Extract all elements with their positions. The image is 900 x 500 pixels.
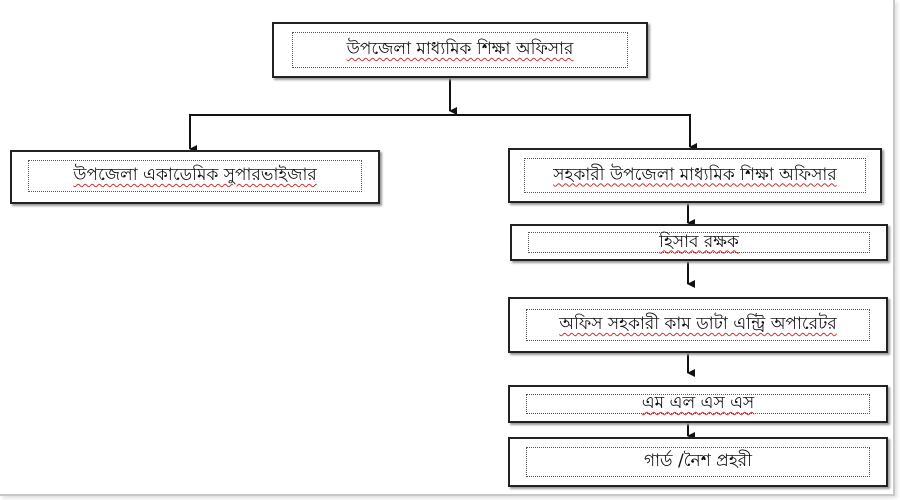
node-academic-supervisor: উপজেলা একাডেমিক সুপারভাইজার — [10, 150, 380, 204]
node-mlss: এম এল এস এস — [508, 385, 888, 423]
node-label: সহকারী উপজেলা মাধ্যমিক শিক্ষা অফিসার — [553, 164, 837, 185]
node-guard: গার্ড /নৈশ প্রহরী — [508, 437, 888, 487]
node-assistant-officer: সহকারী উপজেলা মাধ্যমিক শিক্ষা অফিসার — [508, 148, 882, 203]
node-office-assistant: অফিস সহকারী কাম ডাটা এন্ট্রি অপারেটর — [508, 297, 888, 353]
node-label: এম এল এস এস — [641, 393, 755, 413]
node-label: হিসাব রক্ষক — [659, 231, 739, 252]
node-label: উপজেলা মাধ্যমিক শিক্ষা অফিসার — [346, 39, 574, 59]
node-label: অফিস সহকারী কাম ডাটা এন্ট্রি অপারেটর — [559, 314, 837, 334]
node-label: গার্ড /নৈশ প্রহরী — [643, 451, 753, 471]
node-root: উপজেলা মাধ্যমিক শিক্ষা অফিসার — [272, 22, 648, 78]
node-accountant: হিসাব রক্ষক — [510, 224, 888, 261]
node-label: উপজেলা একাডেমিক সুপারভাইজার — [73, 165, 317, 185]
branch-line — [189, 114, 691, 148]
